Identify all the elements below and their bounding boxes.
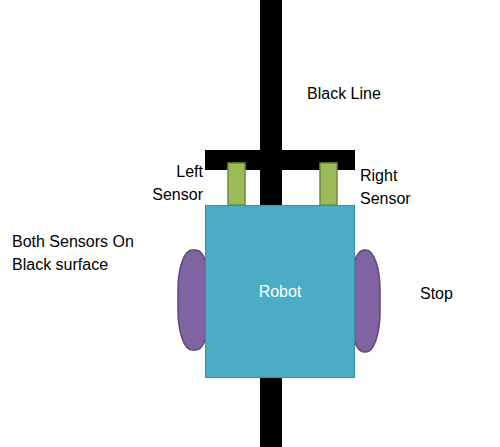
callout-label: Black Line <box>307 82 381 105</box>
right-sensor <box>320 163 337 205</box>
robot-body: Robot <box>205 205 355 378</box>
left-sensor <box>228 163 245 205</box>
callout-label: Both Sensors On Black surface <box>12 230 138 276</box>
callout-label: Right Sensor <box>360 164 418 210</box>
callout-label: Left Sensor <box>143 160 203 206</box>
callout-label: Stop <box>420 282 453 305</box>
node-text: Robot <box>259 283 302 301</box>
